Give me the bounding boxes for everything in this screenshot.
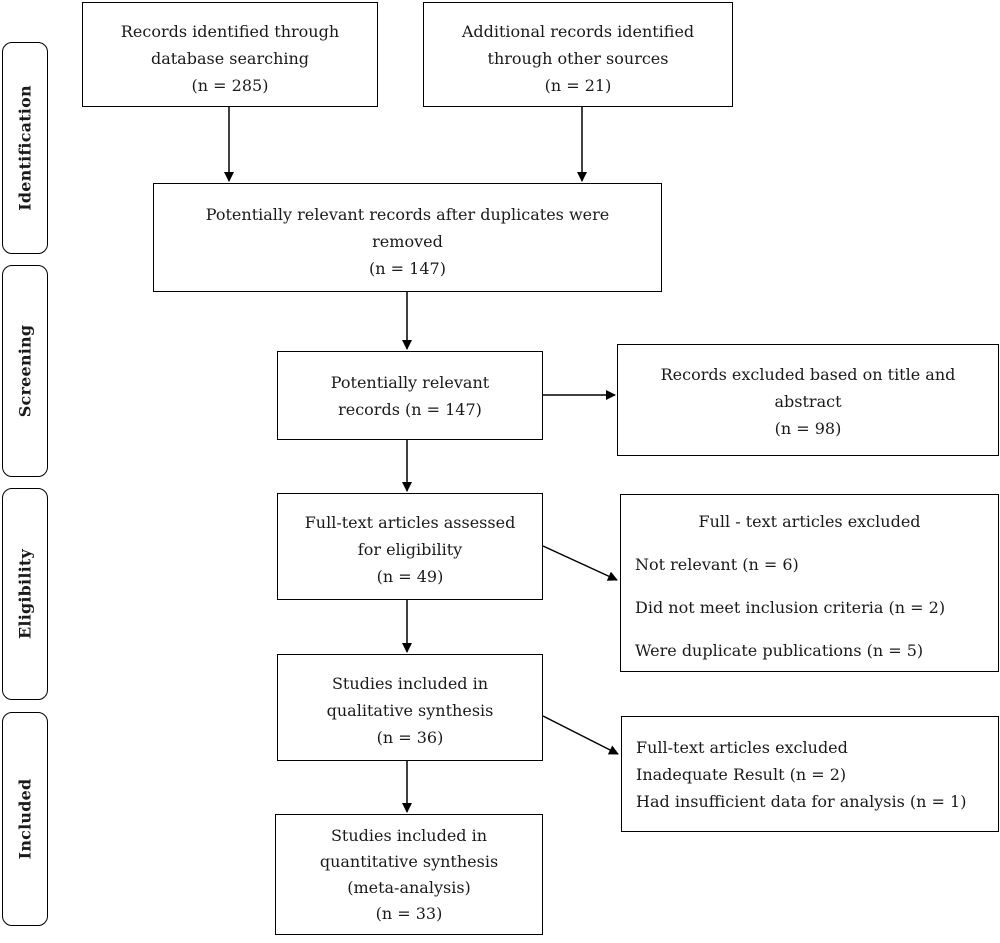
box-text-line: Full-text articles assessed [304, 513, 516, 532]
box-full-text-assessed: Full-text articles assessed for eligibil… [277, 493, 543, 600]
excluded-heading: Full-text articles excluded [636, 738, 848, 757]
box-text-line: Studies included in [330, 826, 488, 845]
box-database-search: Records identified through database sear… [82, 2, 378, 107]
excluded-heading: Full - text articles excluded [698, 512, 921, 531]
box-after-duplicates: Potentially relevant records after dupli… [153, 183, 662, 292]
box-text-line: Records excluded based on title and [660, 365, 956, 384]
box-text-line: quantitative synthesis [319, 852, 499, 871]
excluded-reason: Had insufficient data for analysis (n = … [636, 792, 967, 811]
box-text-line: Records identified through [120, 22, 340, 41]
box-count: (n = 36) [376, 728, 444, 747]
box-text-line: database searching [150, 49, 310, 68]
excluded-reason: Inadequate Result (n = 2) [636, 765, 847, 784]
stage-identification: Identification [2, 42, 48, 254]
excluded-reason: Not relevant (n = 6) [635, 555, 799, 574]
box-text-line: Studies included in [331, 674, 489, 693]
stage-screening: Screening [2, 265, 48, 477]
box-quantitative-synthesis: Studies included in quantitative synthes… [275, 814, 543, 935]
stage-included: Included [2, 712, 48, 926]
box-count: (n = 49) [376, 567, 444, 586]
box-qualitative-synthesis: Studies included in qualitative synthesi… [277, 654, 543, 761]
box-count: (n = 98) [774, 419, 842, 438]
arrow-assessed-to-excluded [542, 545, 618, 581]
box-text-line: abstract [774, 392, 842, 411]
box-count: (n = 285) [191, 76, 269, 95]
box-excluded-title-abstract: Records excluded based on title and abst… [617, 344, 999, 456]
box-text-line: through other sources [487, 49, 669, 68]
box-count: (n = 147) [369, 259, 446, 278]
arrow-qualitative-to-excluded [542, 715, 619, 755]
excluded-reason: Did not meet inclusion criteria (n = 2) [635, 598, 946, 617]
box-text-line: Potentially relevant [330, 373, 490, 392]
box-other-sources: Additional records identified through ot… [423, 2, 733, 107]
excluded-reason: Were duplicate publications (n = 5) [635, 641, 924, 660]
box-text-line: for eligibility [357, 540, 463, 559]
box-text-line: qualitative synthesis [326, 701, 494, 720]
box-text-line: removed [372, 232, 443, 251]
box-text-line: records (n = 147) [338, 400, 482, 419]
box-count: (n = 21) [544, 76, 612, 95]
box-text-line: Additional records identified [461, 22, 695, 41]
box-text-line: (meta-analysis) [347, 878, 471, 897]
box-count: (n = 33) [375, 904, 443, 923]
box-full-text-excluded: Full - text articles excluded Not releva… [620, 494, 999, 672]
stage-eligibility: Eligibility [2, 488, 48, 700]
box-text-line: Potentially relevant records after dupli… [205, 205, 610, 224]
box-full-text-excluded-2: Full-text articles excluded Inadequate R… [621, 716, 999, 832]
box-screened-records: Potentially relevant records (n = 147) [277, 351, 543, 440]
